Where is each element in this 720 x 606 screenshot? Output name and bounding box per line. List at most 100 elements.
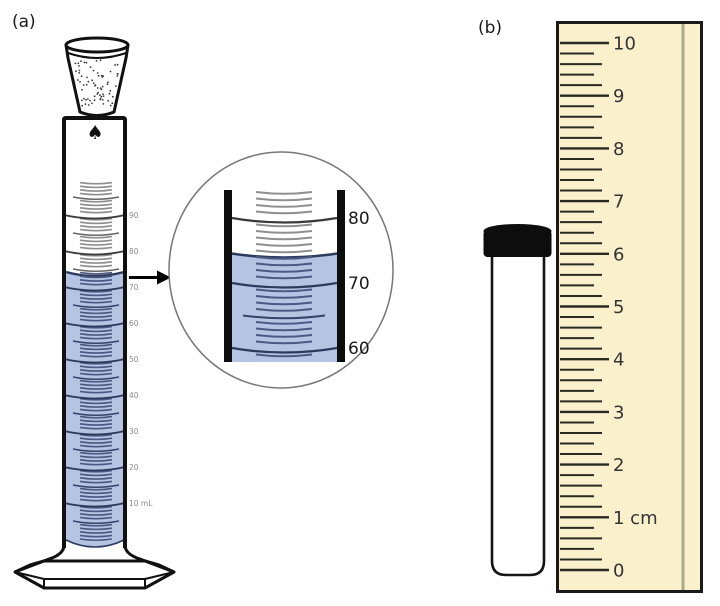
stopper-stipple-dot: [114, 85, 117, 87]
inset-right-wall: [337, 190, 345, 362]
inset-liquid-surface: [227, 251, 342, 259]
stopper-stipple-dot: [106, 83, 109, 86]
graduation-mark: [79, 185, 113, 189]
graduation-major-mark: [63, 286, 126, 292]
stopper-stipple-dot: [93, 99, 96, 101]
stopper-stipple-dot: [97, 74, 100, 77]
graduation-half-mark: [72, 268, 120, 272]
stopper-stipple-dot: [85, 98, 87, 101]
graduation-mark: [79, 534, 113, 538]
ruler-number: 3: [613, 402, 624, 423]
ruler-number: 0: [613, 561, 624, 582]
graduation-mark: [79, 441, 113, 444]
inset-mark: [255, 327, 313, 332]
graduation-mark: [79, 181, 113, 185]
graduation-mark: [79, 365, 113, 369]
inset-mark: [255, 197, 313, 202]
graduation-mark: [79, 477, 113, 480]
graduation-mark: [79, 505, 113, 509]
inset-mark: [255, 223, 313, 228]
stopper-stipple-dot: [80, 60, 82, 63]
cylinder-scale-label: 10 mL: [129, 499, 153, 508]
graduation-mark: [79, 397, 113, 401]
ruler-number: 5: [613, 297, 624, 318]
stopper-stipple-dot: [102, 93, 104, 95]
stopper-stipple-dot: [86, 76, 88, 79]
graduation-mark: [79, 347, 113, 351]
stopper-stipple-dot: [111, 102, 114, 105]
liquid-surface: [65, 270, 125, 278]
graduation-mark: [79, 451, 113, 455]
graduation-mark: [79, 372, 113, 376]
stopper-body: [64, 43, 130, 117]
graduation-mark: [79, 473, 113, 477]
graduation-mark: [79, 307, 113, 311]
stopper-stipple-dot: [107, 99, 110, 102]
stopper-stipple-dot: [107, 81, 109, 84]
graduation-mark: [79, 325, 113, 329]
stopper-stipple-dot: [82, 84, 85, 86]
inset-liquid: [228, 253, 341, 362]
stopper-stipple-dot: [81, 99, 83, 102]
inset-mark: [255, 230, 313, 234]
cylinder-walls: [62, 116, 127, 548]
graduation-mark: [79, 531, 113, 534]
cylinder-foot-flare: [14, 545, 175, 574]
inset-mark: [255, 204, 313, 208]
graduation-mark: [79, 311, 113, 315]
inset-major-mark: [231, 281, 338, 289]
cylinder-scale-label: 80: [129, 247, 139, 256]
inset-mark: [255, 295, 313, 299]
stopper-top: [64, 36, 130, 54]
inset-mark: [255, 210, 313, 215]
graduation-mark: [79, 293, 113, 297]
inset-major-mark: [231, 216, 338, 224]
test-tube-body: [490, 250, 546, 577]
graduation-mark: [79, 469, 113, 473]
stopper-stipple-dot: [84, 103, 87, 105]
inset-mark: [255, 288, 313, 293]
inset-major-mark: [231, 346, 338, 354]
graduation-mark: [79, 405, 113, 408]
graduation-mark: [79, 516, 113, 520]
graduation-major-mark: [63, 322, 126, 328]
stopper-stipple-dot: [109, 70, 112, 73]
stopper-stipple-dot: [96, 87, 99, 89]
graduation-major-mark: [63, 502, 126, 508]
graduation-mark: [79, 239, 113, 243]
ruler-number: 9: [613, 86, 624, 107]
graduation-half-mark: [72, 412, 120, 416]
cylinder-scale-label: 70: [129, 283, 139, 292]
stopper-stipple-dot: [87, 80, 90, 83]
graduation-mark: [79, 225, 113, 228]
inset-mark: [255, 269, 313, 273]
cylinder-base: [13, 559, 176, 590]
stopper-stipple-dot: [116, 63, 119, 66]
graduation-mark: [79, 279, 113, 282]
stopper-stipple-dot: [116, 73, 119, 75]
graduation-mark: [79, 361, 113, 365]
stopper-stipple-dot: [89, 66, 92, 68]
stopper-stipple-dot: [92, 82, 95, 85]
stopper-stipple-dot: [96, 72, 99, 74]
inset-mark: [255, 191, 313, 195]
stopper-stipple-dot: [99, 98, 102, 101]
magnifier-arrow: [129, 270, 171, 285]
graduation-mark: [79, 235, 113, 239]
graduation-major-mark: [63, 466, 126, 472]
graduation-mark: [79, 390, 113, 394]
ruler-number: 4: [613, 350, 624, 371]
cylinder-scale-label: 30: [129, 427, 139, 436]
graduation-mark: [79, 444, 113, 448]
graduation-mark: [79, 383, 113, 387]
graduation-mark: [79, 315, 113, 318]
inset-scale-label: 70: [348, 274, 370, 294]
graduation-mark: [79, 401, 113, 405]
stopper-stipple-dot: [85, 61, 88, 64]
stopper-stipple-dot: [109, 104, 112, 107]
ruler-number: 8: [613, 139, 624, 160]
